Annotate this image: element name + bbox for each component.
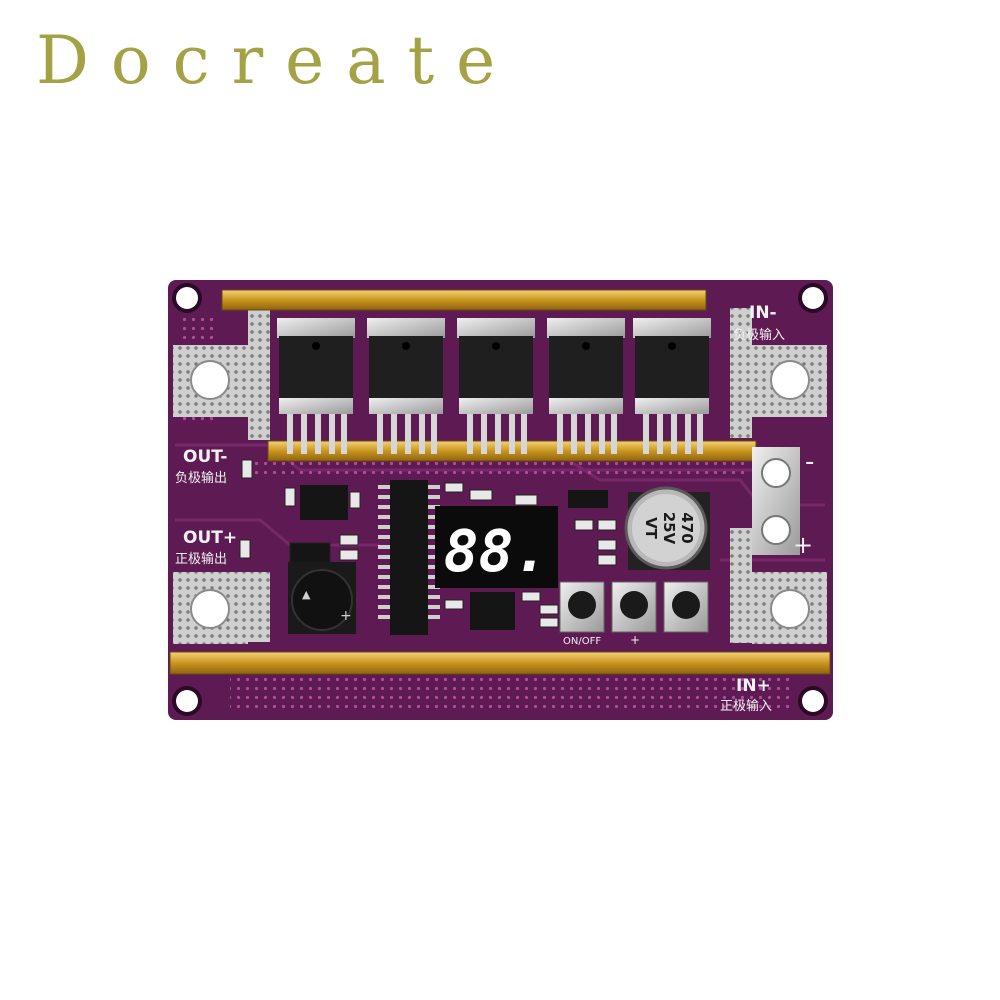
regulator-chip [300, 485, 348, 520]
label-in-minus-cn: 负极输入 [733, 327, 785, 343]
label-out-plus: OUT+ [183, 528, 237, 548]
capacitor-voltage: 25V [660, 512, 678, 545]
label-out-minus: OUT- [183, 447, 227, 467]
input-terminals [752, 447, 800, 555]
main-ic [378, 480, 440, 635]
label-out-plus-cn: 正极输出 [175, 551, 227, 567]
small-chip [470, 592, 515, 630]
busbar-bottom [169, 651, 831, 675]
via-field-mid [250, 462, 750, 480]
capacitor-value: 470 [678, 512, 696, 543]
label-terminal-plus: + [793, 531, 813, 559]
svg-text:▲: ▲ [302, 588, 311, 601]
button-onoff[interactable] [559, 581, 605, 633]
label-terminal-minus: - [805, 447, 814, 477]
buzzer: ▲ + [288, 562, 356, 634]
busbar-top [221, 289, 707, 311]
label-out-minus-cn: 负极输出 [175, 470, 227, 486]
button-plus[interactable] [611, 581, 657, 633]
capacitor-series: VT [642, 517, 660, 540]
diode [568, 490, 608, 508]
label-in-minus: IN- [749, 303, 777, 323]
mounting-holes [172, 283, 828, 716]
brand-logo: Docreate [36, 22, 518, 99]
label-in-plus: IN+ [736, 676, 771, 696]
label-onoff: ON/OFF [563, 636, 601, 647]
via-field-bottom [230, 675, 790, 713]
label-button-plus: + [630, 633, 640, 647]
mosfet-row [277, 318, 711, 454]
label-in-plus-cn: 正极输入 [720, 698, 772, 714]
display-digits: 88. [444, 517, 549, 585]
button-third[interactable] [663, 581, 709, 633]
silver-pad-zones [173, 308, 827, 644]
terminal-holes [190, 360, 810, 629]
electrolytic-capacitor: 470 25V VT [624, 486, 710, 570]
svg-text:+: + [340, 608, 352, 624]
seven-segment-display: 88. [435, 506, 558, 588]
